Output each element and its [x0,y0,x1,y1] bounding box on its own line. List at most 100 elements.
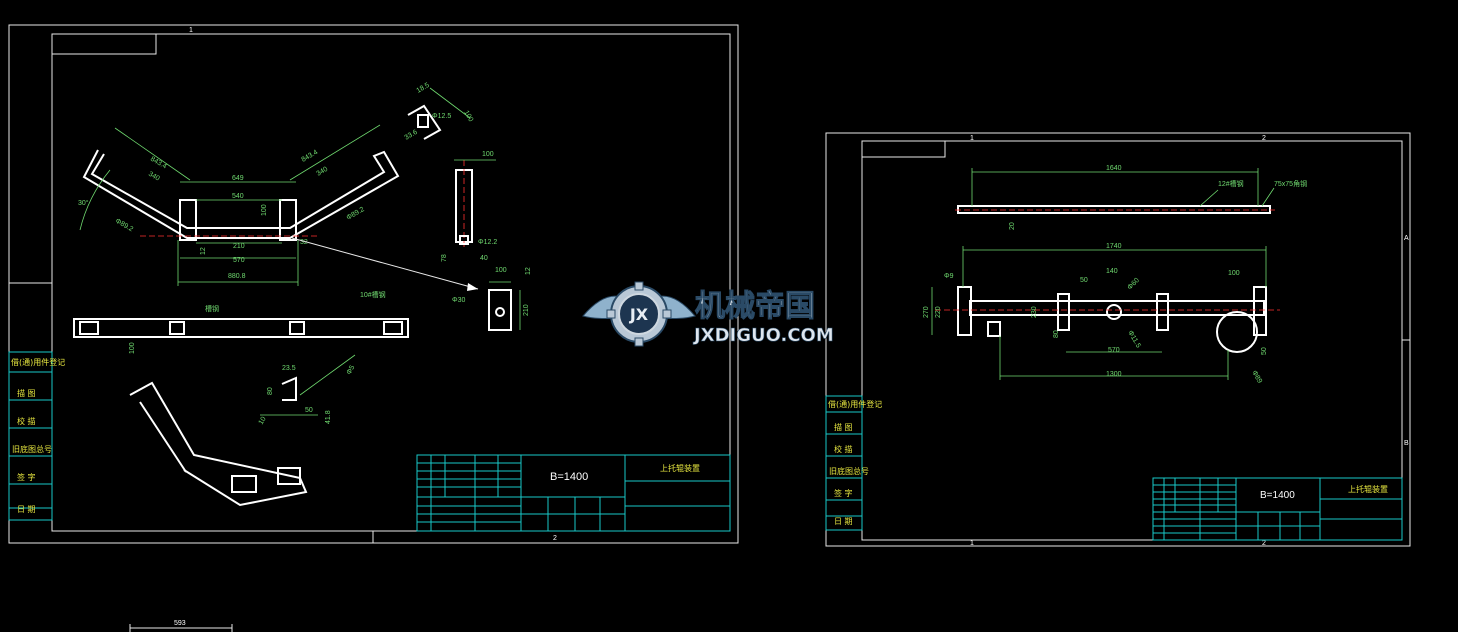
bottom-dimension: 593 [129,620,233,632]
right-plan-dim-1: 1740 [1106,243,1122,250]
right-grid-top-1: 1 [970,135,974,142]
right-plan-dim-12: Φ60 [1126,277,1140,291]
detail-leader-line [291,237,479,290]
left-side-signature-table: 借(通)用件登记 描 图 校 描 旧底图总号 签 字 日 期 [8,351,65,521]
left-side-dim-3: 78 [441,254,448,262]
right-plan-dim-14: 50 [1261,347,1268,355]
bottom-dim-label: 593 [174,620,186,627]
left-front-view-drawing: 843.4 340 649 540 30° Φ89.2 100 32 210 5… [78,124,400,286]
watermark-brand-en: JXDIGUO.COM [692,325,834,346]
right-side-label-6: 日 期 [834,517,853,526]
left-side-label-1: 借(通)用件登记 [11,357,65,367]
left-block-dim-1: 100 [495,267,507,274]
left-dim-6: Φ89.2 [114,218,134,234]
left-outer-border [8,24,739,544]
left-dim-15: Φ89.2 [346,206,366,222]
right-grid-bottom-1: 1 [970,540,974,547]
emblem-text: JX [629,305,649,324]
right-grid-side-a: A [1404,235,1409,242]
left-dim-3: 649 [232,175,244,182]
right-side-label-2: 描 图 [834,422,853,432]
right-side-label-3: 校 描 [834,444,853,454]
right-title-block: B=1400 上托辊装置 [1152,477,1403,541]
left-dim-14: 340 [316,166,330,178]
left-beam-label-2: 10#槽钢 [360,290,386,299]
right-top-dim-4: 20 [1009,222,1016,230]
left-bracket-detail: 23.5 80 50 10 Φ5 41.8 [258,354,357,426]
gear-icon: JX [606,281,672,347]
left-beam-drawing: 槽钢 10#槽钢 100 [73,290,409,354]
left-side-label-3: 校 描 [17,416,36,426]
left-side-label-5: 签 字 [17,472,36,482]
left-title-block: B=1400 上托辊装置 [416,454,731,532]
left-small-dim-1: 18.5 [416,82,431,95]
right-plan-dim-15: Φ89 [1250,370,1263,385]
left-dim-2: 340 [147,171,161,183]
left-small-dim-4: 33.6 [404,129,419,142]
left-sheet: 1 2 借(通)用件登记 描 图 校 描 旧底图总号 签 字 日 期 [8,24,739,544]
right-top-view-drawing: 1640 12#槽钢 75x75角钢 20 [955,165,1307,230]
right-plan-dim-13: Φ11.5 [1126,330,1141,350]
left-corner-box [51,33,157,55]
left-block-dim-3: 210 [523,304,530,316]
watermark-brand-cn: 机械帝国 [695,289,815,324]
right-plan-dim-4: 50 [1080,277,1088,284]
right-grid-side-b: B [1404,440,1409,447]
left-bracket-dim-4: 10 [258,416,268,426]
left-bracket-dim-6: 41.8 [325,410,332,424]
right-side-label-4: 旧底图总号 [829,466,869,476]
left-iso-view-drawing [129,381,308,507]
left-grid-top: 1 [189,27,193,34]
right-plan-dim-3: 100 [1228,270,1240,277]
watermark-logo: JX 机械帝国 JXDIGUO.COM [582,281,834,347]
right-title-spec: B=1400 [1260,490,1295,501]
left-small-dim-3: Φ12.5 [432,113,451,120]
right-plan-dim-7: 220 [935,306,942,318]
left-side-dim-4: 40 [480,255,488,262]
left-small-detail: 18.5 100 Φ12.5 33.6 [404,82,475,142]
left-dim-11: 880.8 [228,273,246,280]
right-side-label-1: 借(通)用件登记 [828,399,882,409]
left-beam-label-1: 槽钢 [205,304,219,313]
left-block-detail: 100 12 210 Φ30 [452,267,532,331]
right-grid-top-2: 2 [1262,135,1266,142]
right-plan-dim-9: 80 [1053,330,1060,338]
left-bracket-dim-3: 50 [305,407,313,414]
left-side-view-drawing: 100 Φ12.2 78 40 [441,151,497,262]
left-dim-4: 540 [232,193,244,200]
right-side-signature-table: 借(通)用件登记 描 图 校 描 旧底图总号 签 字 日 期 [825,395,882,531]
right-plan-dim-10: 570 [1108,347,1120,354]
left-dim-5: 30° [78,199,89,207]
left-side-dim-1: 100 [482,151,494,158]
right-plan-dim-2: 140 [1106,268,1118,275]
right-plan-dim-11: 1300 [1106,371,1122,378]
left-side-label-6: 日 期 [17,505,36,514]
left-dim-7: 100 [261,204,268,216]
left-bracket-dim-2: 80 [267,387,274,395]
left-beam-dim-1: 100 [129,342,136,354]
left-title-name: 上托辊装置 [660,463,700,473]
right-plan-dim-8: 230 [1031,306,1038,318]
left-small-dim-2: 100 [462,110,474,124]
left-dim-13: 843.4 [301,149,320,164]
right-sheet: 1 2 1 2 A B 借(通)用件登记 描 图 校 描 旧底图总号 签 字 日… [825,132,1411,547]
right-corner-box [861,140,946,158]
left-title-spec: B=1400 [550,471,588,483]
left-dim-8: 32 [300,239,308,246]
right-grid-bottom-2: 2 [1262,540,1266,547]
left-side-label-4: 旧底图总号 [12,444,52,454]
right-side-label-5: 签 字 [834,488,853,498]
left-bracket-dim-5: Φ5 [346,364,357,376]
left-dim-9: 210 [233,243,245,250]
left-inner-border [51,33,731,532]
left-block-dim-2: 12 [525,267,532,275]
right-plan-dim-5: Φ9 [944,273,954,280]
right-plan-dim-6: 270 [923,306,930,318]
left-grid-bottom: 2 [553,535,557,542]
right-top-dim-3: 75x75角钢 [1274,179,1307,188]
left-dim-12: 12 [200,247,207,255]
left-bracket-dim-1: 23.5 [282,365,296,372]
right-title-name: 上托辊装置 [1348,484,1388,494]
left-dim-10: 570 [233,257,245,264]
